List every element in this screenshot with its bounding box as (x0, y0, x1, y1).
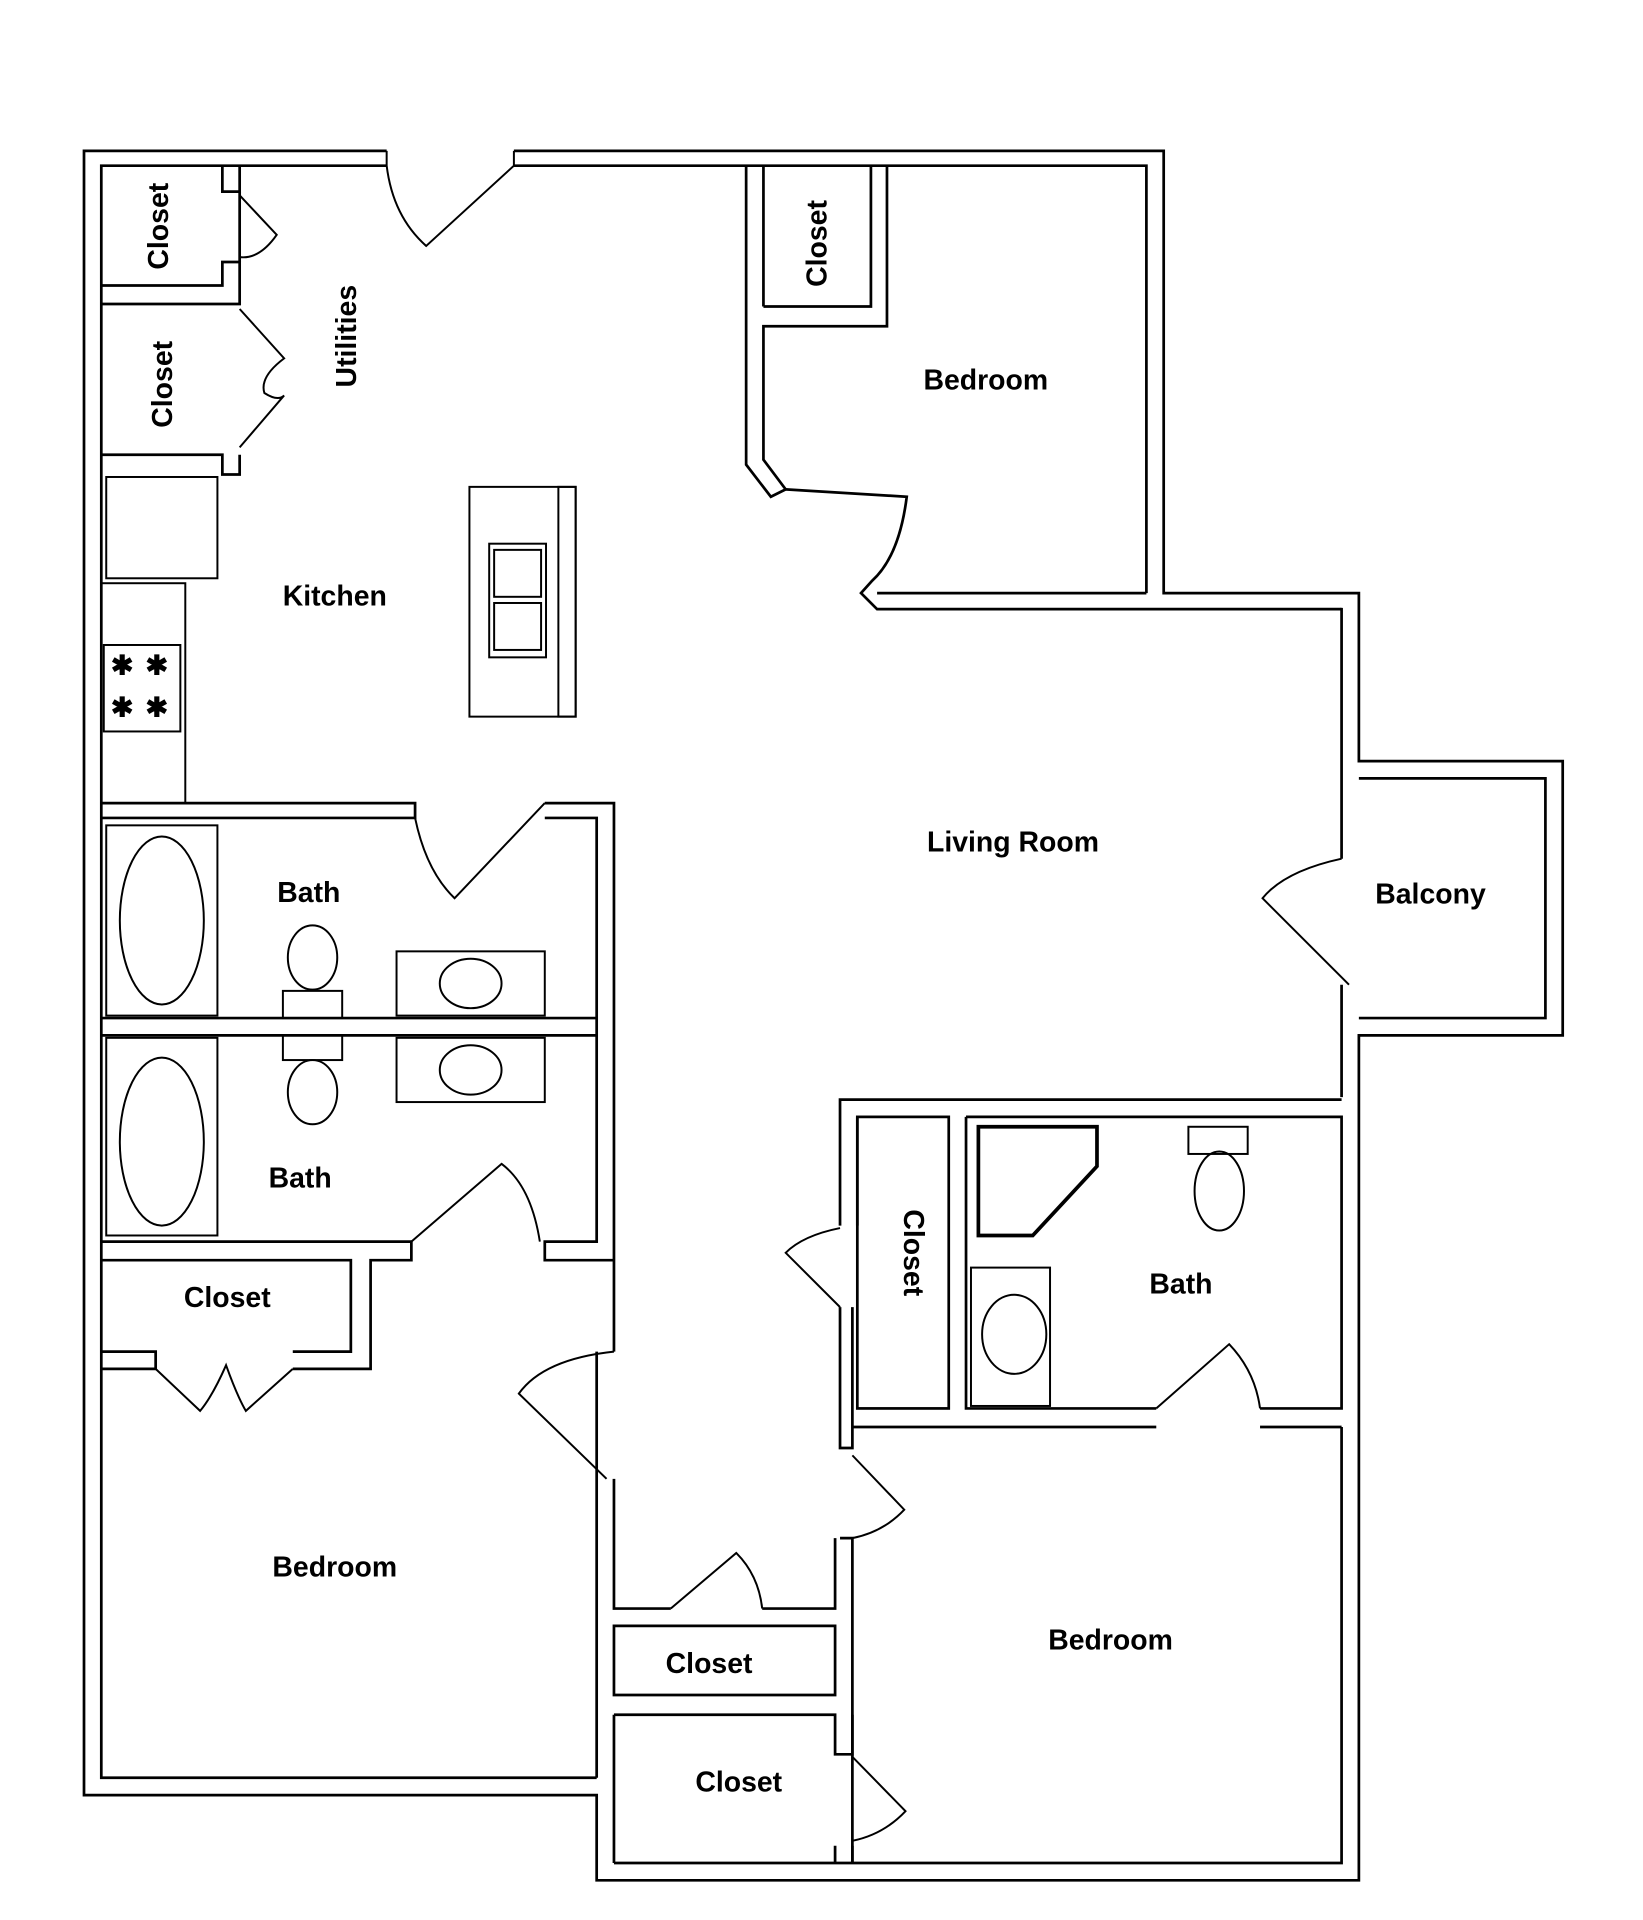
label-closet-bedroom2: Closet (184, 1282, 271, 1314)
label-balcony: Balcony (1375, 878, 1486, 910)
label-closet-utility-1: Closet (143, 182, 175, 269)
outer-walls (82, 149, 1565, 1882)
label-closet-bedroom3: Closet (695, 1766, 782, 1798)
island-sink-icon (468, 485, 577, 718)
utility-closets (101, 165, 286, 476)
svg-text:✱: ✱ (111, 649, 134, 680)
label-living-room: Living Room (927, 826, 1099, 858)
stove-icon: ✱ ✱ ✱ ✱ (102, 644, 182, 733)
bedroom1-walls (744, 165, 1342, 611)
label-closet-bedroom1: Closet (802, 200, 834, 287)
label-bath2: Bath (269, 1162, 332, 1194)
label-bath1: Bath (277, 877, 340, 909)
label-kitchen: Kitchen (283, 581, 387, 613)
bath-walls (101, 801, 616, 1371)
balcony-door (1261, 857, 1350, 986)
svg-text:✱: ✱ (111, 691, 134, 722)
label-utilities: Utilities (331, 285, 363, 388)
bedroom2-walls (101, 1350, 671, 1778)
entry-door (385, 150, 515, 248)
hall-closets (612, 1538, 907, 1864)
label-bedroom3: Bedroom (1048, 1624, 1173, 1656)
kitchen-fixtures: ✱ ✱ ✱ ✱ (100, 475, 577, 805)
label-bath-master: Bath (1149, 1269, 1212, 1301)
label-closet-hall: Closet (666, 1648, 753, 1680)
label-closet-master: Closet (897, 1209, 929, 1296)
master-walls (784, 1098, 1343, 1864)
label-closet-utility-2: Closet (147, 340, 179, 427)
label-bedroom2: Bedroom (272, 1552, 397, 1584)
svg-text:✱: ✱ (146, 691, 169, 722)
label-bedroom1: Bedroom (923, 364, 1048, 396)
svg-text:✱: ✱ (146, 649, 169, 680)
